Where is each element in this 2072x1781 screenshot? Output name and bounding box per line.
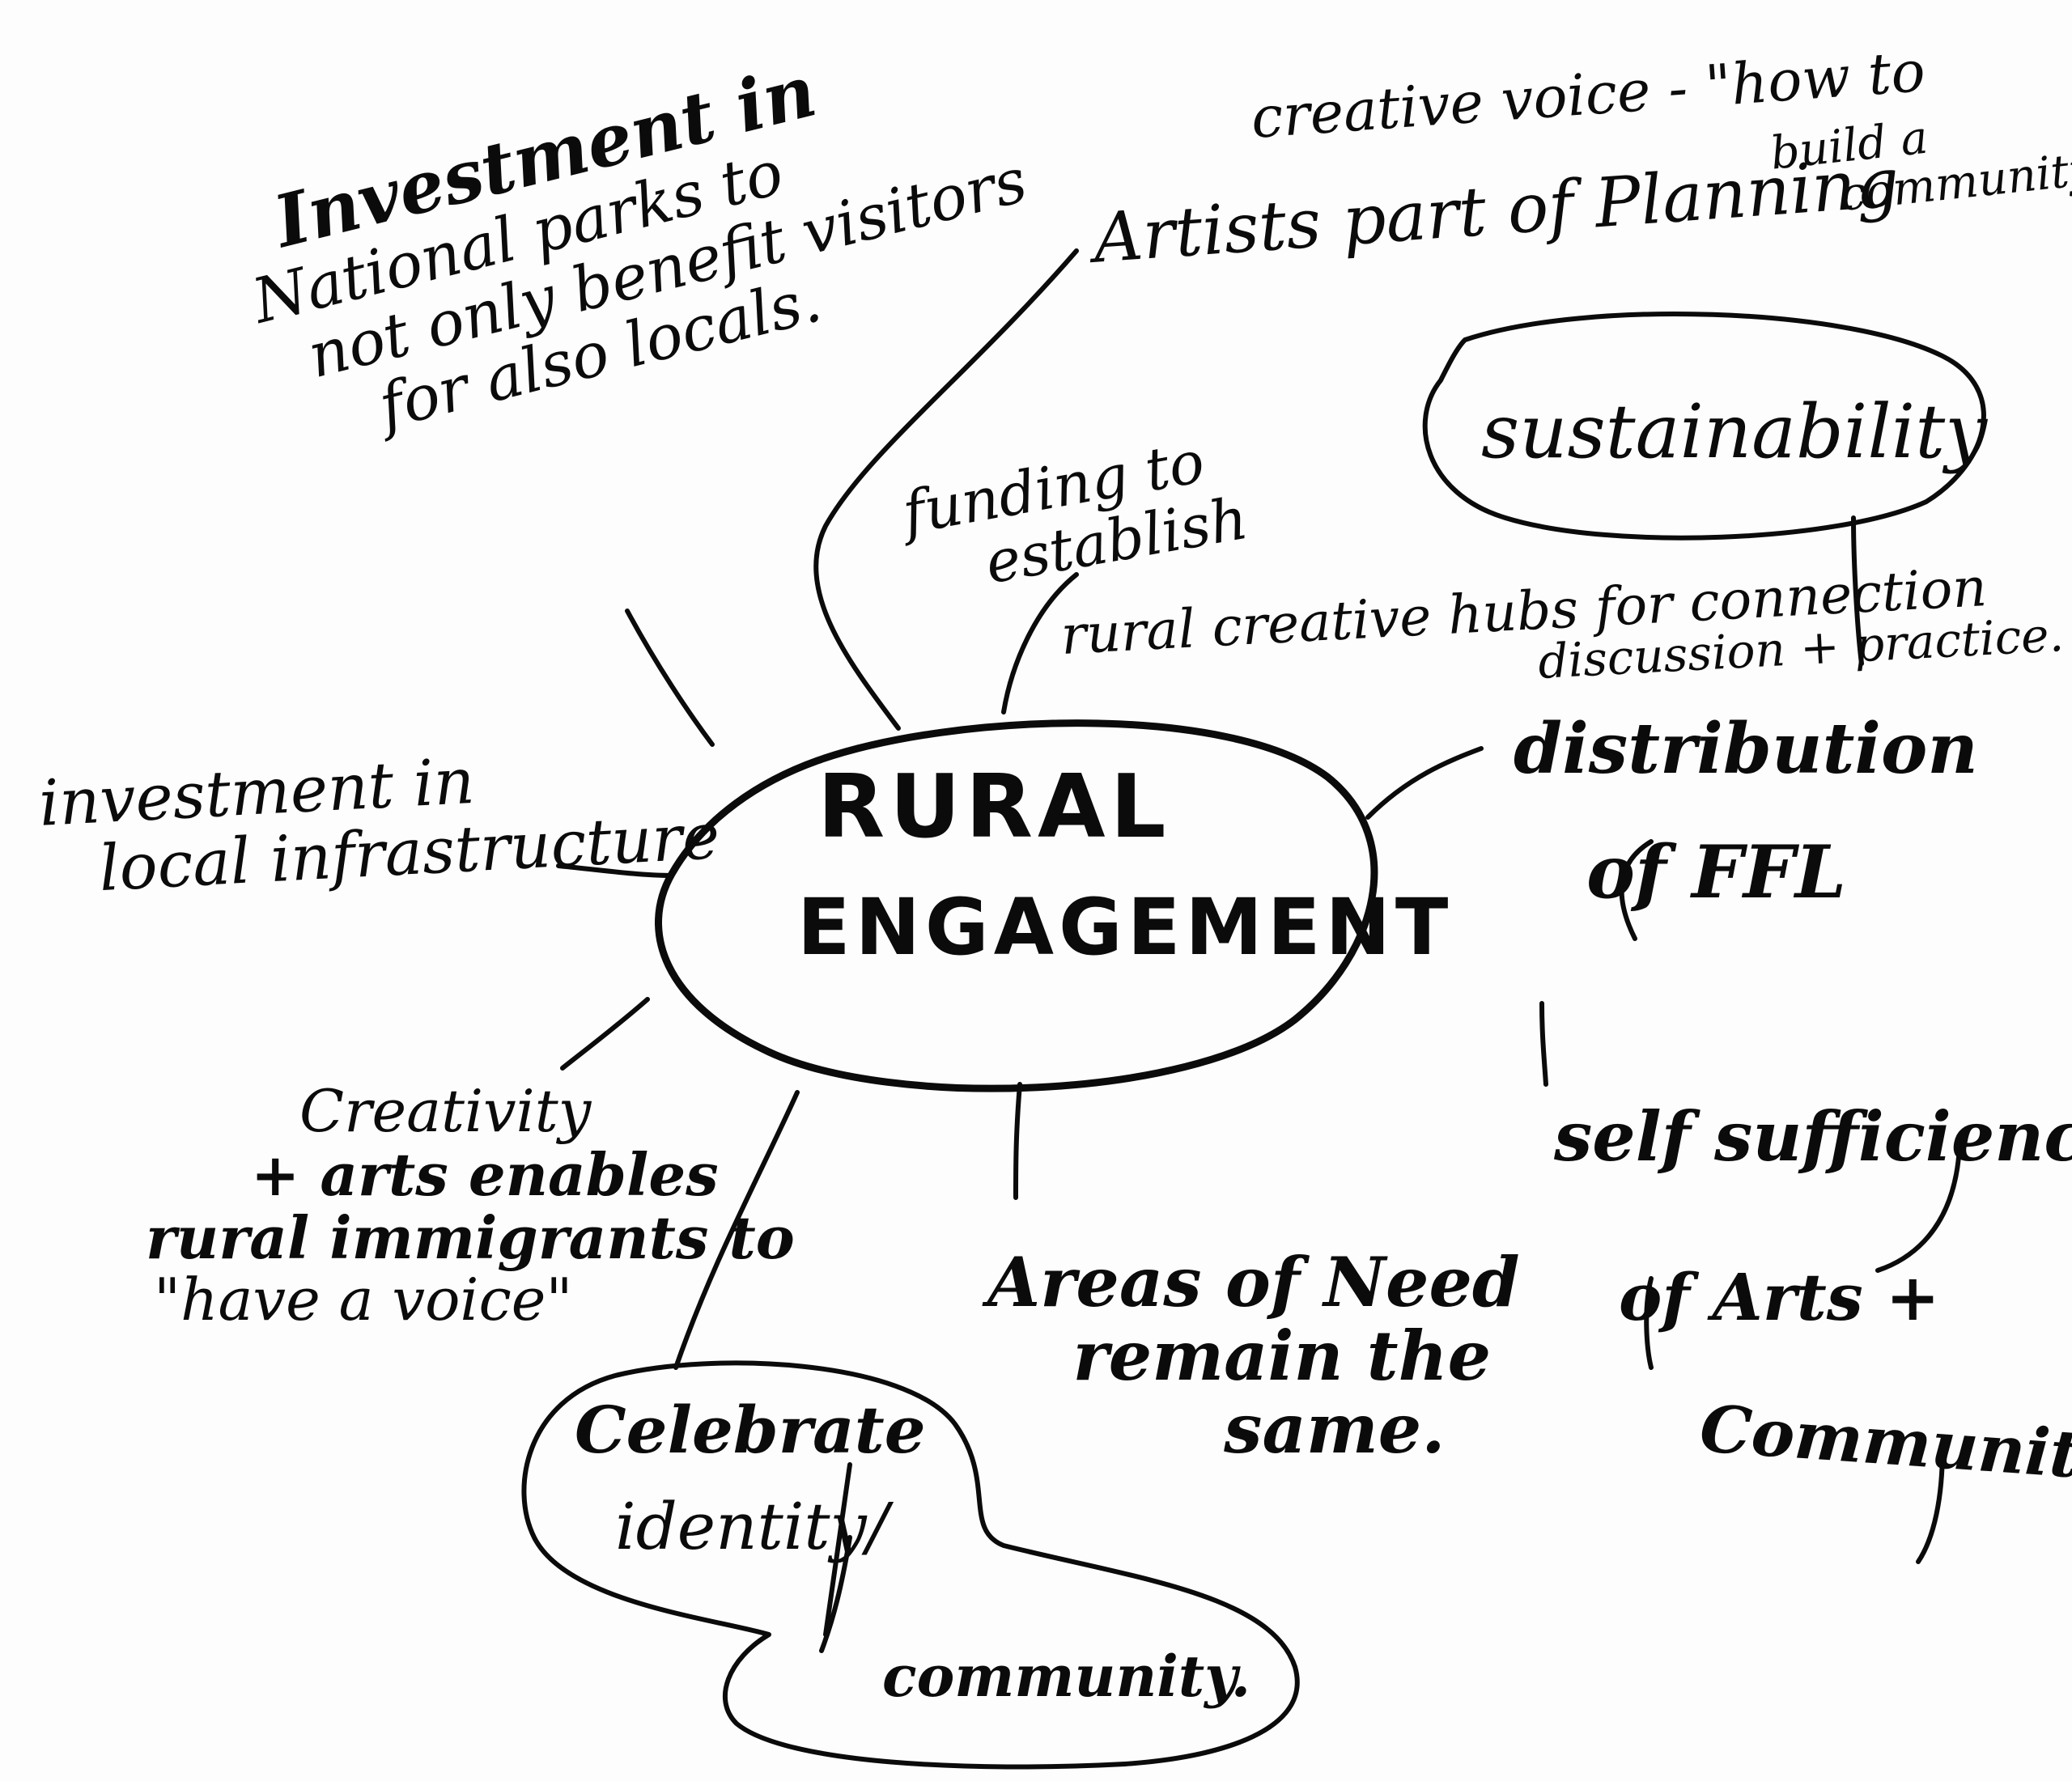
line-funding [1001,572,1079,715]
line-sustain-down [1851,515,1864,666]
line-distribution-down [1619,839,1654,941]
line-infrastructure [556,863,674,878]
line-community-right [1916,1446,1945,1564]
line-artists [813,248,1079,731]
note-self-sufficiency: self sufficiency [1554,1096,2072,1177]
note-distribution: distribution [1514,708,1978,790]
note-creativity-line1: Creativity [299,1077,592,1145]
center-ellipse [655,719,1378,1092]
note-areas-need-line1: Areas of Need [987,1242,1520,1322]
note-areas-need-line3: same. [1224,1389,1446,1469]
bubble-community: community. [882,1643,1251,1710]
line-distribution [1365,746,1484,820]
note-areas-need-line2: remain the [1072,1315,1492,1396]
bubble-identity: identity/ [615,1489,889,1564]
bubble-sustainability: sustainability [1481,388,1988,475]
sustainability-ellipse [1422,311,1986,541]
note-creativity: Creativity + arts enables rural immigran… [146,1077,795,1334]
center-title-rural: RURAL [817,757,1171,858]
note-of-arts: of Arts + [1619,1259,1940,1335]
line-arts-down [1644,1276,1654,1370]
note-of-ffl: of FFL [1586,829,1847,915]
bubble-celebrate: Celebrate [575,1392,926,1468]
line-identity-tail [823,1462,852,1637]
line-self-down [1539,1001,1548,1087]
line-celebrate [673,1090,800,1370]
line-right-curve [1875,1155,1961,1273]
note-creativity-line3: rural immigrants to [146,1202,795,1272]
center-title-engagement: ENGAGEMENT [797,882,1454,973]
line-investment-parks [625,609,715,747]
celebrate-cloud [521,1360,1300,1770]
note-creativity-line4: "have a voice" [154,1266,573,1334]
identity-divider [819,1535,852,1653]
line-creativity [560,997,650,1071]
note-areas-need: Areas of Need remain the same. [987,1242,1520,1469]
line-areas-need [1013,1082,1022,1200]
note-creativity-line2: + arts enables [251,1139,719,1209]
